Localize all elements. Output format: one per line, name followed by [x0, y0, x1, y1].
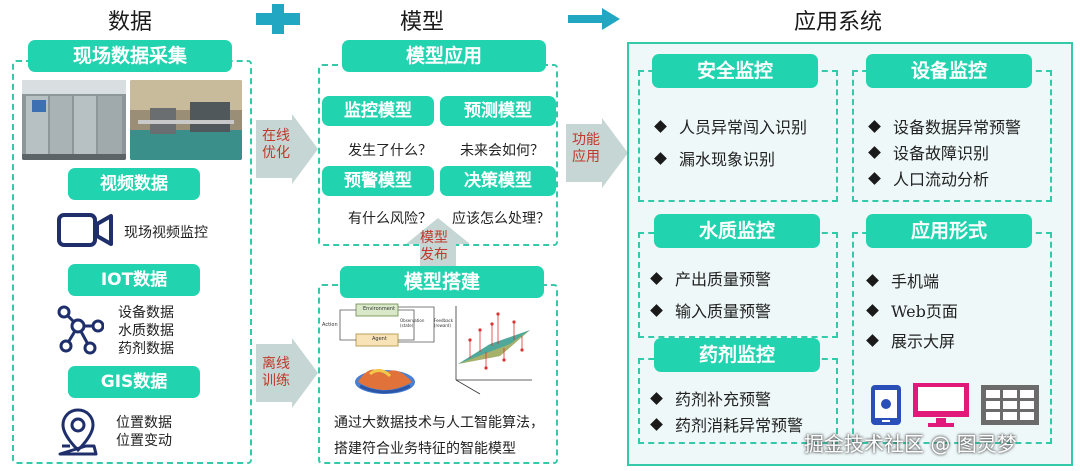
offline-arrow-shape: [256, 338, 318, 412]
regression-plot-image: [450, 300, 536, 400]
rl-action-label: Action: [322, 322, 338, 328]
web-monitor-icon: [912, 382, 970, 432]
location-pin-icon: [58, 406, 98, 462]
gis-item-1: 位置数据: [116, 415, 172, 431]
chem-item-1: 药剂补充预警: [650, 386, 771, 410]
publish-label-2: 发布: [420, 247, 448, 263]
publish-arrow-shape: [406, 218, 470, 274]
form-item-3: 展示大屏: [866, 328, 955, 352]
model-app-title: 模型应用: [342, 40, 546, 72]
publish-label-1: 模型: [420, 230, 448, 246]
rl-feedback-label: Feedback (reward): [434, 318, 454, 328]
offline-label-1: 离线: [262, 356, 290, 372]
rl-agent-label: Agent: [372, 336, 387, 342]
header-data: 数据: [108, 10, 153, 35]
decide-model-label: 决策模型: [440, 166, 556, 196]
online-arrow-shape: [256, 114, 318, 188]
rl-observation-label: Observation (state): [400, 318, 425, 328]
monitor-model-label: 监控模型: [322, 96, 434, 126]
chem-item-2: 药剂消耗异常预警: [650, 412, 803, 436]
gis-data-label: GIS数据: [68, 366, 200, 398]
surface-plot-image: [350, 360, 420, 404]
display-wall-icon: [980, 384, 1040, 430]
model-build-desc-2: 搭建符合业务特征的智能模型: [334, 441, 516, 457]
form-item-2: Web页面: [866, 298, 958, 322]
header-app: 应用系统: [794, 10, 883, 35]
diamond-bullet-icon: [868, 145, 881, 159]
gis-item-2: 位置变动: [116, 433, 172, 449]
function-label-2: 应用: [572, 149, 600, 165]
data-title: 现场数据采集: [28, 40, 232, 72]
diamond-bullet-icon: [868, 171, 881, 185]
predict-model-label: 预测模型: [440, 96, 556, 126]
online-label-2: 优化: [262, 145, 290, 161]
device-item-2: 设备故障识别: [868, 140, 989, 164]
site-photo-1: [22, 80, 126, 160]
water-item-2: 输入质量预警: [650, 298, 771, 322]
water-title: 水质监控: [654, 214, 820, 248]
warn-question: 有什么风险？: [348, 211, 432, 227]
device-item-3: 人口流动分析: [868, 166, 989, 190]
right-arrow-icon: [568, 8, 620, 34]
function-arrow-shape: [566, 118, 628, 192]
device-item-1: 设备数据异常预警: [868, 114, 1021, 138]
diamond-bullet-icon: [650, 391, 663, 405]
network-nodes-icon: [56, 304, 105, 360]
model-build-desc-1: 通过大数据技术与人工智能算法，: [334, 415, 544, 431]
safety-title: 安全监控: [652, 54, 818, 88]
offline-label-2: 训练: [262, 373, 290, 389]
diamond-bullet-icon: [866, 273, 879, 287]
rl-environment-label: Environment: [363, 306, 395, 312]
form-item-1: 手机端: [866, 268, 939, 292]
iot-data-label: IOT数据: [68, 264, 200, 296]
plus-icon: [256, 4, 300, 34]
monitor-question: 发生了什么？: [348, 143, 432, 159]
video-data-label: 视频数据: [68, 168, 200, 200]
diamond-bullet-icon: [654, 119, 667, 133]
diamond-bullet-icon: [868, 119, 881, 133]
warn-model-label: 预警模型: [322, 166, 434, 196]
diamond-bullet-icon: [866, 333, 879, 347]
chem-title: 药剂监控: [654, 338, 820, 372]
diamond-bullet-icon: [654, 151, 667, 165]
reinforcement-learning-diagram: Environment Agent Action Observation (st…: [322, 302, 454, 350]
video-desc: 现场视频监控: [124, 225, 208, 241]
mobile-phone-icon: [870, 384, 902, 430]
diamond-bullet-icon: [650, 417, 663, 431]
device-title: 设备监控: [866, 54, 1032, 88]
model-build-title: 模型搭建: [340, 266, 544, 298]
decide-question: 应该怎么处理？: [452, 211, 550, 227]
diamond-bullet-icon: [650, 271, 663, 285]
header-model: 模型: [400, 10, 445, 35]
iot-item-2: 水质数据: [118, 323, 174, 339]
safety-item-1: 人员异常闯入识别: [654, 114, 807, 138]
water-item-1: 产出质量预警: [650, 266, 771, 290]
function-label-1: 功能: [572, 132, 600, 148]
online-label-1: 在线: [262, 128, 290, 144]
iot-item-3: 药剂数据: [118, 341, 174, 357]
safety-item-2: 漏水现象识别: [654, 146, 775, 170]
diamond-bullet-icon: [866, 303, 879, 317]
diamond-bullet-icon: [650, 303, 663, 317]
form-title: 应用形式: [866, 214, 1032, 248]
video-camera-icon: [56, 212, 114, 252]
iot-item-1: 设备数据: [118, 305, 174, 321]
watermark-text: 掘金技术社区 @ 图灵梦: [804, 432, 1017, 456]
site-photo-2: [130, 80, 242, 160]
predict-question: 未来会如何？: [460, 143, 544, 159]
